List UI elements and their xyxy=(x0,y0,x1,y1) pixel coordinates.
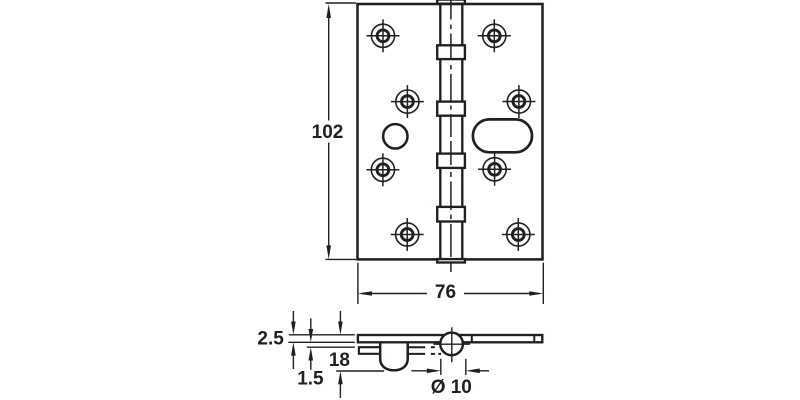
svg-text:102: 102 xyxy=(312,122,344,143)
svg-text:18: 18 xyxy=(329,350,350,371)
svg-text:76: 76 xyxy=(435,282,456,303)
svg-text:2.5: 2.5 xyxy=(257,329,284,350)
svg-text:1.5: 1.5 xyxy=(297,369,324,390)
svg-text:Ø 10: Ø 10 xyxy=(431,377,472,398)
